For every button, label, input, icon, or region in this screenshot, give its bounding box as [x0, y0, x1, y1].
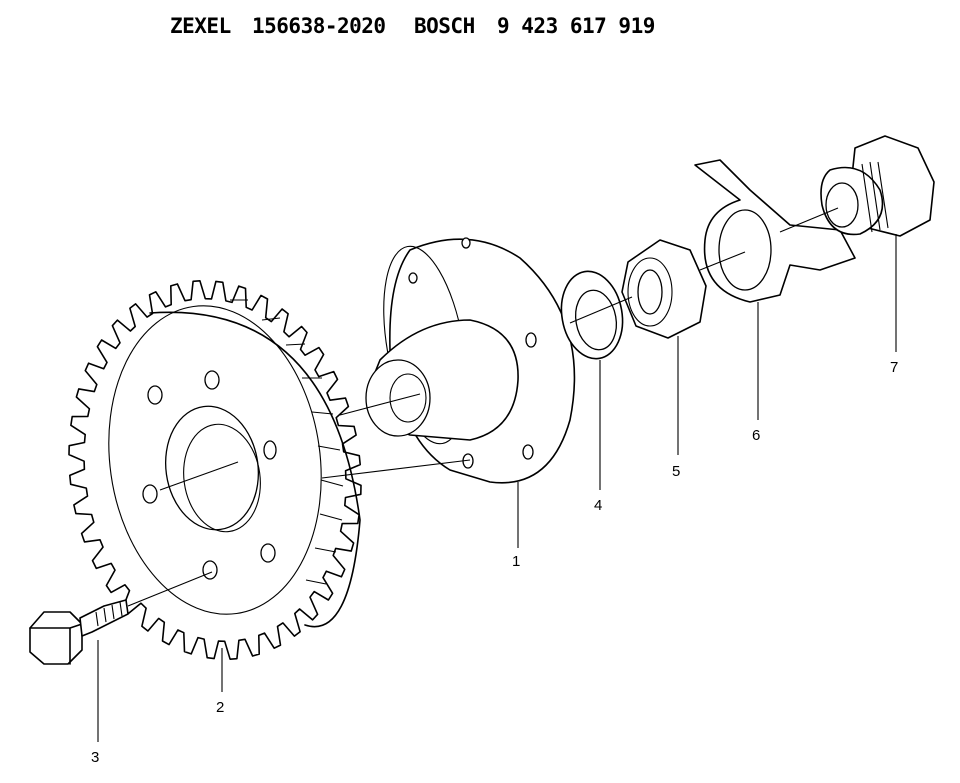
brand-bosch: BOSCH	[414, 14, 475, 38]
callout-3: 3	[91, 749, 99, 766]
lock-plate	[694, 159, 856, 303]
callout-2: 2	[216, 699, 224, 716]
zexel-part-number: 156638-2020	[252, 14, 386, 38]
brand-zexel: ZEXEL	[170, 14, 231, 38]
plug-nut	[820, 135, 935, 237]
callout-5: 5	[672, 463, 680, 480]
leader-lines	[97, 234, 897, 742]
hub-flange	[365, 237, 576, 484]
callout-1: 1	[512, 553, 520, 570]
callout-7: 7	[890, 359, 898, 376]
bolt	[29, 599, 129, 665]
callout-6: 6	[752, 427, 760, 444]
assembly-axis-lines	[127, 207, 839, 607]
callout-4: 4	[594, 497, 602, 514]
washer	[560, 270, 624, 360]
hex-nut	[621, 239, 707, 339]
bosch-part-number: 9 423 617 919	[497, 14, 655, 38]
